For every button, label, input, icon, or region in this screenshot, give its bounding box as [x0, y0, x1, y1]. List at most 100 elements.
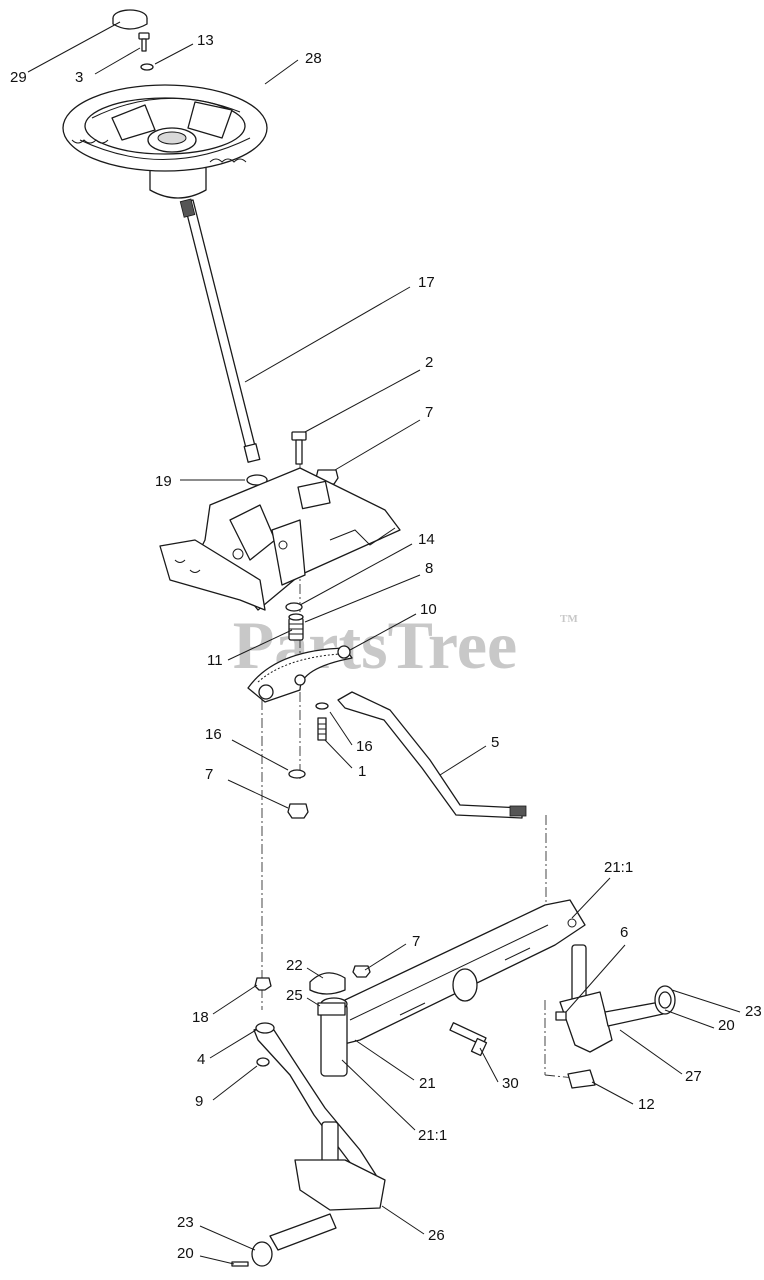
leader-line — [354, 1039, 415, 1081]
pivot-bolt — [449, 1022, 488, 1057]
callout-label: 22 — [286, 957, 303, 974]
leader-line — [199, 1225, 256, 1251]
spindle-nut — [555, 1011, 567, 1021]
parts-drawing — [62, 9, 676, 1267]
leader-line — [304, 369, 421, 433]
callout-label: 23 — [177, 1214, 194, 1231]
steering-wheel — [62, 84, 268, 199]
leader-line — [349, 613, 417, 651]
leader-line — [231, 739, 289, 771]
callout-label: 27 — [685, 1068, 702, 1085]
callout-label: 7 — [425, 404, 433, 421]
leader-line — [299, 543, 413, 606]
callout-label: 6 — [620, 924, 628, 941]
callout-label: 3 — [75, 69, 83, 86]
leader-line — [364, 943, 407, 971]
leader-line — [591, 1081, 634, 1105]
leader-line — [329, 711, 353, 746]
watermark-trademark: TM — [560, 613, 578, 625]
pinion-gear — [288, 613, 304, 641]
leader-line — [27, 21, 121, 73]
bolt-spacer — [315, 702, 329, 710]
cotter-pin — [231, 1261, 249, 1267]
callout-label: 16 — [356, 738, 373, 755]
callout-label: 8 — [425, 560, 433, 577]
leader-line — [381, 1205, 425, 1235]
left-spindle — [251, 1121, 386, 1267]
callout-label: 7 — [205, 766, 213, 783]
leader-line — [306, 997, 321, 1007]
lower-spacer — [288, 769, 306, 779]
leader-line — [212, 1065, 258, 1101]
steering-arm — [253, 1022, 377, 1183]
callout-label: 18 — [192, 1009, 209, 1026]
callout-label: 19 — [155, 473, 172, 490]
washer — [140, 63, 154, 71]
callout-label: 30 — [502, 1075, 519, 1092]
tie-rod-end — [567, 1069, 596, 1089]
pivot-bushing-top — [309, 972, 346, 995]
callout-label: 23 — [745, 1003, 762, 1020]
callout-label: 20 — [177, 1245, 194, 1262]
leader-line — [664, 1009, 715, 1029]
sector-gear — [247, 645, 353, 703]
callout-label: 4 — [197, 1051, 205, 1068]
leader-line — [341, 1059, 416, 1131]
callout-label: 10 — [420, 601, 437, 618]
callout-label: 16 — [205, 726, 222, 743]
leader-line — [439, 745, 487, 776]
callout-label: 21 — [419, 1075, 436, 1092]
hub-washer — [658, 991, 672, 1009]
callout-label: 25 — [286, 987, 303, 1004]
lower-nut — [287, 803, 309, 819]
steering-cap — [112, 9, 148, 30]
leader-line — [324, 739, 353, 769]
leader-line — [94, 47, 141, 75]
sector-bolt — [317, 717, 327, 741]
drag-link — [337, 691, 527, 819]
callout-label: 1 — [358, 763, 366, 780]
leader-line — [304, 574, 421, 623]
leader-line — [227, 779, 289, 809]
cap-screw — [138, 32, 150, 52]
pinion-washer — [285, 602, 303, 612]
leader-line — [227, 629, 293, 661]
callout-label: 14 — [418, 531, 435, 548]
mounting-bolt — [291, 431, 307, 465]
leader-line — [306, 967, 324, 979]
right-spindle — [559, 944, 676, 1053]
leader-line — [671, 989, 741, 1013]
callout-label: 26 — [428, 1227, 445, 1244]
callout-label: 29 — [10, 69, 27, 86]
callout-label: 5 — [491, 734, 499, 751]
leader-line — [479, 1047, 499, 1083]
arm-locknut — [254, 977, 272, 991]
callout-label: 17 — [418, 274, 435, 291]
arm-nut — [256, 1057, 270, 1067]
callout-label: 12 — [638, 1096, 655, 1113]
callout-label: 7 — [412, 933, 420, 950]
callout-label: 11 — [207, 652, 223, 669]
steering-support-plate — [159, 467, 401, 611]
callout-label: 20 — [718, 1017, 735, 1034]
leader-line — [619, 1029, 683, 1075]
leader-line — [209, 1029, 257, 1059]
leader-line — [154, 43, 194, 65]
axle-nut — [352, 965, 371, 978]
callout-label: 21:1 — [418, 1127, 447, 1144]
leader-line — [212, 984, 258, 1015]
leader-line — [199, 1255, 235, 1265]
leader-line — [244, 286, 411, 383]
callout-label: 2 — [425, 354, 433, 371]
leader-line — [334, 419, 421, 471]
callout-label: 21:1 — [604, 859, 633, 876]
pivot-bushing — [317, 1002, 346, 1016]
leader-line — [264, 59, 299, 85]
callout-label: 9 — [195, 1093, 203, 1110]
callout-label: 28 — [305, 50, 322, 67]
steering-shaft — [179, 198, 261, 463]
leader-line — [565, 944, 626, 1013]
callout-label: 13 — [197, 32, 214, 49]
